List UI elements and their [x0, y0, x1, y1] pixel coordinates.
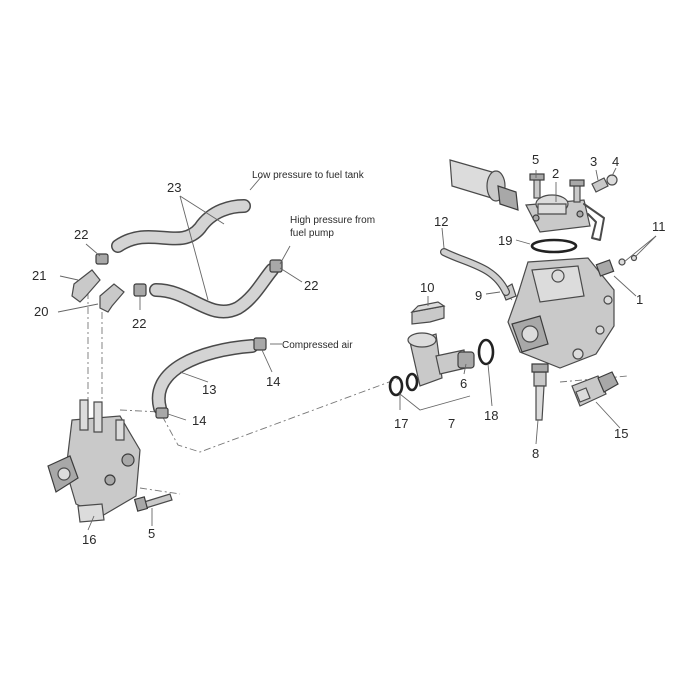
- top-cover-cap: [525, 194, 591, 233]
- label-high-pressure-line2: fuel pump: [290, 228, 334, 239]
- callout-21: 21: [32, 268, 46, 283]
- callout-22-right: 22: [304, 278, 318, 293]
- hose-23-upper: [111, 199, 251, 253]
- callout-14-lower: 14: [192, 413, 206, 428]
- hose-23-lower: [149, 263, 279, 319]
- bolt-bottom: [133, 493, 173, 512]
- callout-7: 7: [448, 416, 455, 431]
- callout-13: 13: [202, 382, 216, 397]
- callout-8: 8: [532, 446, 539, 461]
- washer-part-11: [618, 258, 626, 266]
- callout-23: 23: [167, 180, 181, 195]
- callout-5-bottom: 5: [148, 526, 155, 541]
- bracket-part-10: [410, 301, 446, 325]
- callout-1: 1: [636, 292, 643, 307]
- callout-15: 15: [614, 426, 628, 441]
- callout-12: 12: [434, 214, 448, 229]
- hose-clamp-22-left: [95, 253, 109, 265]
- o-ring-7-seal: [405, 372, 419, 392]
- hose-13: [151, 339, 259, 415]
- regulator-body-part-16: [47, 399, 141, 523]
- o-ring-18: [477, 338, 495, 366]
- callout-11: 11: [652, 219, 666, 234]
- callout-14-upper: 14: [266, 374, 280, 389]
- retaining-clip: [583, 203, 605, 241]
- callout-9: 9: [475, 288, 482, 303]
- elbow-fitting-part-7: [407, 332, 467, 387]
- hose-12: [440, 248, 510, 296]
- label-low-pressure: Low pressure to fuel tank: [252, 170, 365, 181]
- hose-clamp-22-middle: [133, 283, 147, 297]
- callout-3: 3: [590, 154, 597, 169]
- callout-5-top: 5: [532, 152, 539, 167]
- sensor-part-15: [571, 371, 619, 407]
- callout-17: 17: [394, 416, 408, 431]
- screw-part-3: [591, 177, 609, 193]
- callout-6: 6: [460, 376, 467, 391]
- callout-22-left: 22: [74, 227, 88, 242]
- hose-clamp-14-lower: [155, 407, 169, 419]
- sleeve-part-6: [457, 351, 475, 369]
- bolt-top-right: [569, 179, 585, 203]
- plug-part-11: [595, 259, 615, 277]
- callout-19: 19: [498, 233, 512, 248]
- hose-clamp-22-right: [269, 259, 283, 273]
- callout-2: 2: [552, 166, 559, 181]
- injector-part-8: [531, 363, 549, 421]
- washer-part-4: [606, 174, 618, 186]
- elbow-fitting-20: [99, 283, 125, 313]
- callout-10: 10: [420, 280, 434, 295]
- label-high-pressure-line1: High pressure from: [290, 215, 375, 226]
- intake-pipe: [449, 159, 519, 211]
- hose-clamp-14-upper: [253, 337, 267, 351]
- o-ring-17: [388, 375, 404, 397]
- callout-20: 20: [34, 304, 48, 319]
- washer-part-11b: [630, 254, 638, 262]
- injector-housing: [507, 257, 615, 369]
- leader-lines: [57, 167, 657, 531]
- callout-16: 16: [82, 532, 96, 547]
- callout-18: 18: [484, 408, 498, 423]
- bolt-top-left: [529, 173, 545, 199]
- callout-4: 4: [612, 154, 619, 169]
- elbow-fitting-21: [71, 269, 101, 303]
- label-compressed-air: Compressed air: [282, 340, 353, 351]
- callout-22-middle: 22: [132, 316, 146, 331]
- o-ring-19: [530, 238, 578, 254]
